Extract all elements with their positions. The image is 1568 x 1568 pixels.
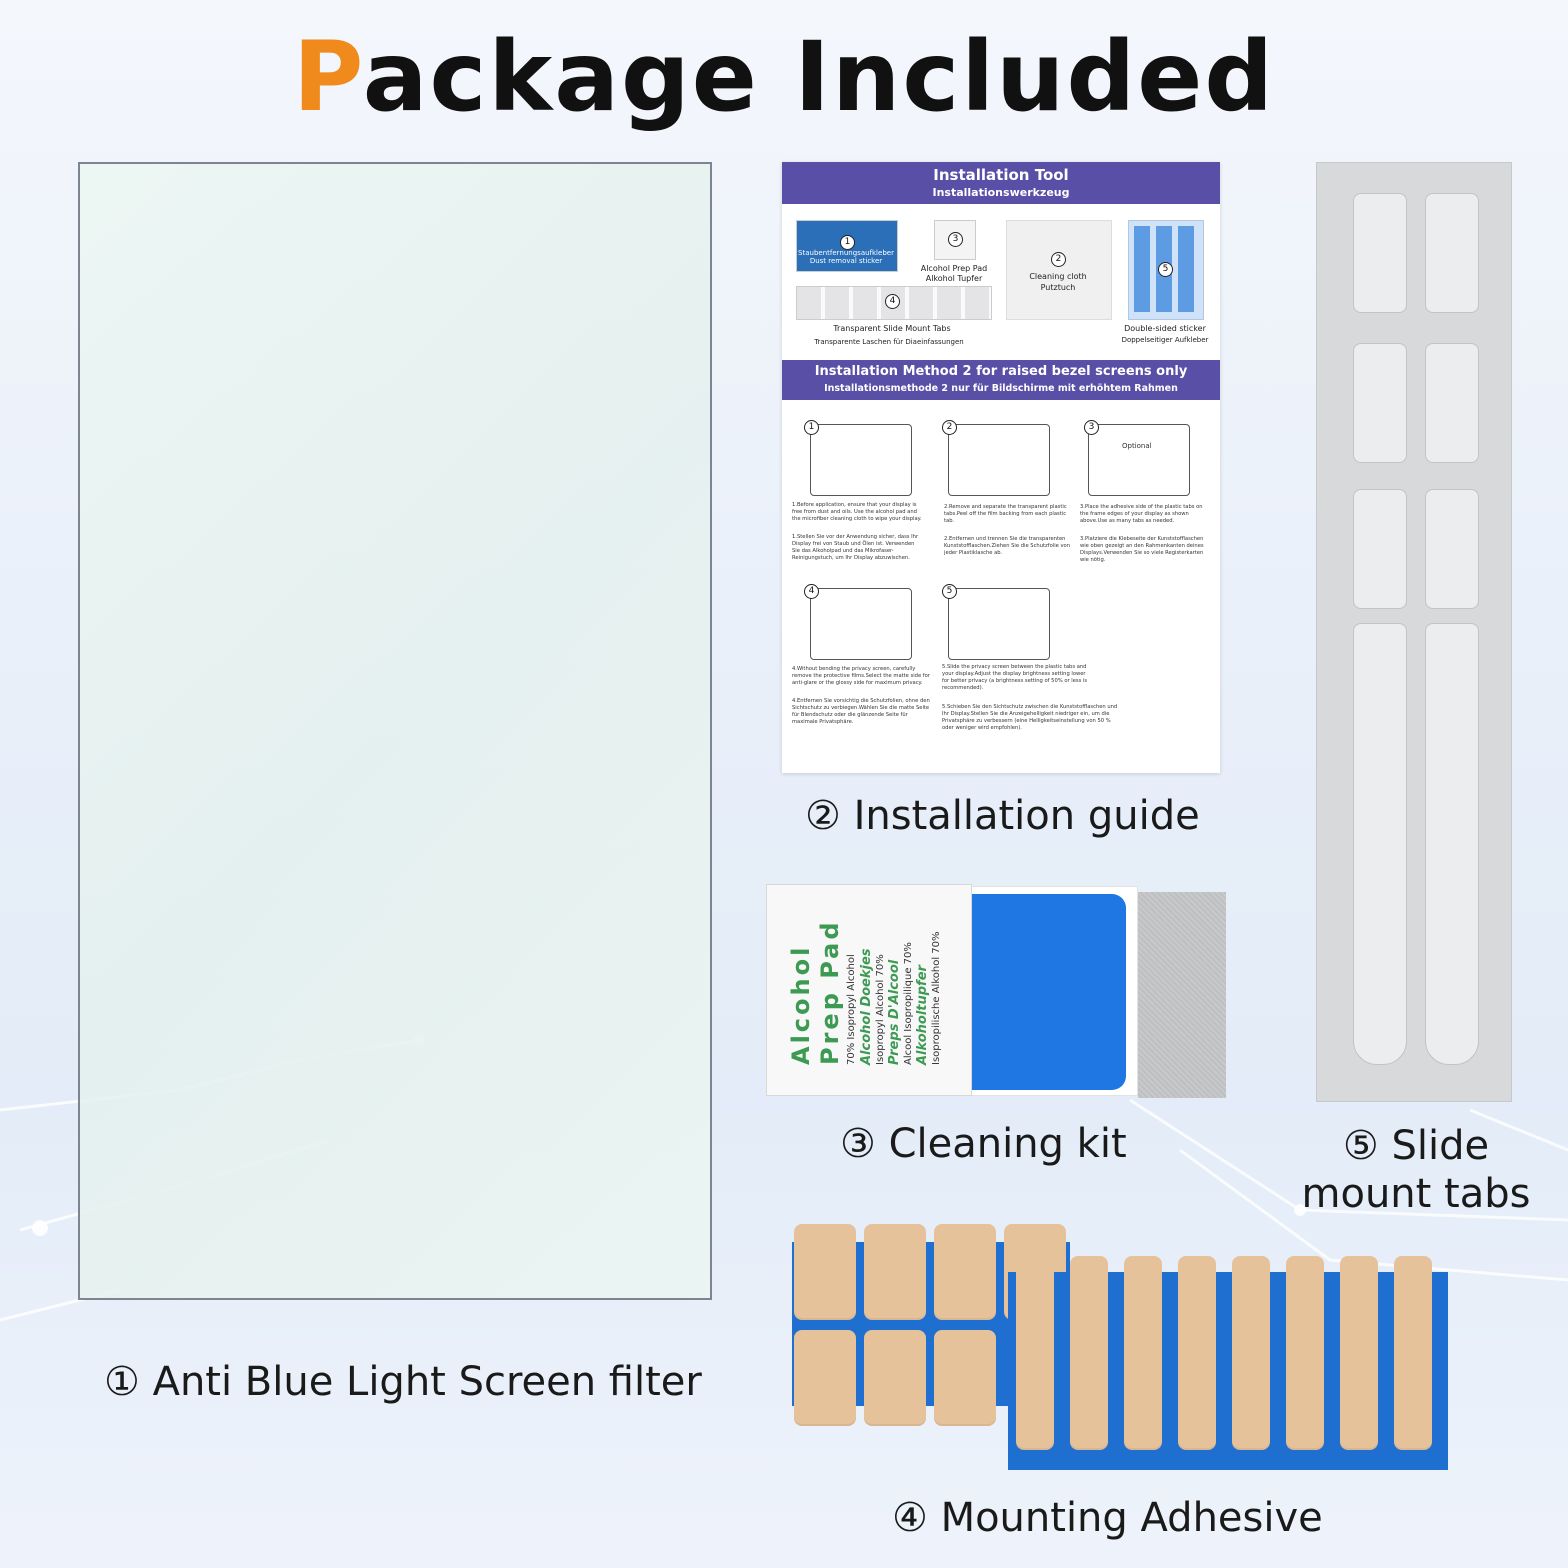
adhesive-pad <box>794 1224 856 1320</box>
cleaning-cloth-thumb <box>1006 220 1112 320</box>
step-3-optional-label: Optional <box>1122 442 1152 450</box>
step-4-number: 4 <box>804 584 819 599</box>
slide-tab <box>1425 193 1479 313</box>
step-2-illustration <box>948 424 1050 496</box>
title-rest: ackage Included <box>362 21 1276 133</box>
step-3-number: 3 <box>1084 420 1099 435</box>
step-4-text-en: 4.Without bending the privacy screen, ca… <box>792 666 930 686</box>
slide-tab-long <box>1353 623 1407 1065</box>
blue-squeegee <box>972 894 1126 1090</box>
tool-3-label-en: Alcohol Prep Pad <box>920 264 988 273</box>
prep-line-3: 70% Isopropyl Alcohol <box>846 954 857 1065</box>
tool-5-label-de: Doppelseitiger Aufkleber <box>1121 336 1209 344</box>
prep-pad-text: Alcohol Prep Pad 70% Isopropyl Alcohol A… <box>787 895 943 1065</box>
prep-line-1: Alcohol <box>787 944 815 1065</box>
tool-1-label-de: Staubentfernungsaufkleber <box>798 249 894 257</box>
caption-slide-line-2: mount tabs <box>1301 1171 1531 1217</box>
step-3-illustration <box>1088 424 1190 496</box>
tool-3-number: 3 <box>948 232 963 247</box>
tool-2-label-de: Putztuch <box>1040 283 1076 292</box>
adhesive-strip <box>1178 1256 1216 1450</box>
microfiber-cloth <box>1138 892 1226 1098</box>
method-title: Installation Method 2 for raised bezel s… <box>814 364 1188 379</box>
step-5-number: 5 <box>942 584 957 599</box>
title-accent-letter: P <box>292 21 363 133</box>
guide-header-band: Installation Tool Installationswerkzeug <box>782 162 1220 204</box>
prep-line-8: Alkoholtupfer <box>915 965 930 1065</box>
adhesive-pad <box>934 1224 996 1320</box>
slide-tab <box>1425 489 1479 609</box>
slide-mount-tabs-sheet <box>1316 162 1512 1102</box>
page-title: Package Included <box>0 22 1568 132</box>
adhesive-pad <box>794 1330 856 1426</box>
caption-mounting-adhesive: ④ Mounting Adhesive <box>892 1495 1323 1541</box>
tool-2-number: 2 <box>1051 252 1066 267</box>
adhesive-sheet-large <box>1008 1256 1448 1470</box>
adhesive-strip <box>1070 1256 1108 1450</box>
slide-tab <box>1353 343 1407 463</box>
caption-installation-guide: ② Installation guide <box>805 793 1200 839</box>
tool-4-label-de: Transparente Laschen für Diaeinfassungen <box>814 338 964 346</box>
adhesive-strip <box>1124 1256 1162 1450</box>
method-subtitle: Installationsmethode 2 nur für Bildschir… <box>824 383 1178 394</box>
screen-filter-panel <box>78 162 712 1300</box>
slide-tab-long <box>1425 623 1479 1065</box>
step-3-text-en: 3.Place the adhesive side of the plastic… <box>1080 504 1203 524</box>
caption-slide-mount-tabs: ⑤ Slide mount tabs <box>1296 1122 1536 1218</box>
tool-2-label-en: Cleaning cloth <box>1029 272 1087 281</box>
prep-line-7: Alcool Isopropilique 70% <box>903 942 914 1065</box>
step-5-text-en: 5.Slide the privacy screen between the p… <box>942 664 1088 691</box>
adhesive-strip <box>1394 1256 1432 1450</box>
prep-line-9: Isopropilische Alkohol 70% <box>931 931 942 1065</box>
adhesive-pad <box>864 1330 926 1426</box>
tool-4-number: 4 <box>885 294 900 309</box>
guide-header-subtitle: Installationswerkzeug <box>932 186 1070 199</box>
method-band: Installation Method 2 for raised bezel s… <box>782 360 1220 400</box>
caption-screen-filter: ① Anti Blue Light Screen filter <box>104 1359 702 1405</box>
tool-3-label-de: Alkohol Tupfer <box>925 274 983 283</box>
alcohol-prep-pad: Alcohol Prep Pad 70% Isopropyl Alcohol A… <box>766 884 972 1096</box>
slide-tab <box>1425 343 1479 463</box>
prep-line-6: Preps D'Alcool <box>887 959 902 1065</box>
adhesive-strip <box>1016 1256 1054 1450</box>
tool-5-number: 5 <box>1158 262 1173 277</box>
slide-tab <box>1353 489 1407 609</box>
step-5-illustration <box>948 588 1050 660</box>
step-5-text-de: 5.Schieben Sie den Sichtschutz zwischen … <box>942 704 1118 731</box>
prep-line-2: Prep Pad <box>816 919 844 1065</box>
adhesive-strip <box>1340 1256 1378 1450</box>
slide-tab <box>1353 193 1407 313</box>
caption-cleaning-kit: ③ Cleaning kit <box>840 1121 1127 1167</box>
prep-line-4: Alcohol Doekjes <box>859 948 874 1065</box>
guide-header-title: Installation Tool <box>933 166 1069 184</box>
step-2-text-de: 2.Entfernen und trennen Sie die transpar… <box>944 536 1071 556</box>
step-2-number: 2 <box>942 420 957 435</box>
tool-5-label-en: Double-sided sticker <box>1124 324 1206 333</box>
adhesive-strip <box>1286 1256 1324 1450</box>
tool-1-label-en: Dust removal sticker <box>809 257 883 265</box>
step-3-text-de: 3.Platziere die Klebeseite der Kunststof… <box>1080 536 1204 563</box>
step-4-illustration <box>810 588 912 660</box>
step-2-text-en: 2.Remove and separate the transparent pl… <box>944 504 1067 524</box>
caption-slide-line-1: ⑤ Slide <box>1342 1123 1490 1169</box>
tool-4-label-en: Transparent Slide Mount Tabs <box>833 324 951 333</box>
adhesive-pad <box>864 1224 926 1320</box>
installation-guide-sheet: Installation Tool Installationswerkzeug … <box>782 162 1220 773</box>
step-4-text-de: 4.Entfernen Sie vorsichtig die Schutzfol… <box>792 698 930 725</box>
prep-line-5: Isopropyl Alcohol 70% <box>875 954 886 1065</box>
tool-1-number: 1 <box>840 235 855 250</box>
cleaning-kit: Alcohol Prep Pad 70% Isopropyl Alcohol A… <box>766 884 1226 1098</box>
step-1-illustration <box>810 424 912 496</box>
step-1-text-en: 1.Before application, ensure that your d… <box>792 502 922 522</box>
step-1-number: 1 <box>804 420 819 435</box>
step-1-text-de: 1.Stellen Sie vor der Anwendung sicher, … <box>792 534 919 561</box>
adhesive-pad <box>934 1330 996 1426</box>
adhesive-strip <box>1232 1256 1270 1450</box>
